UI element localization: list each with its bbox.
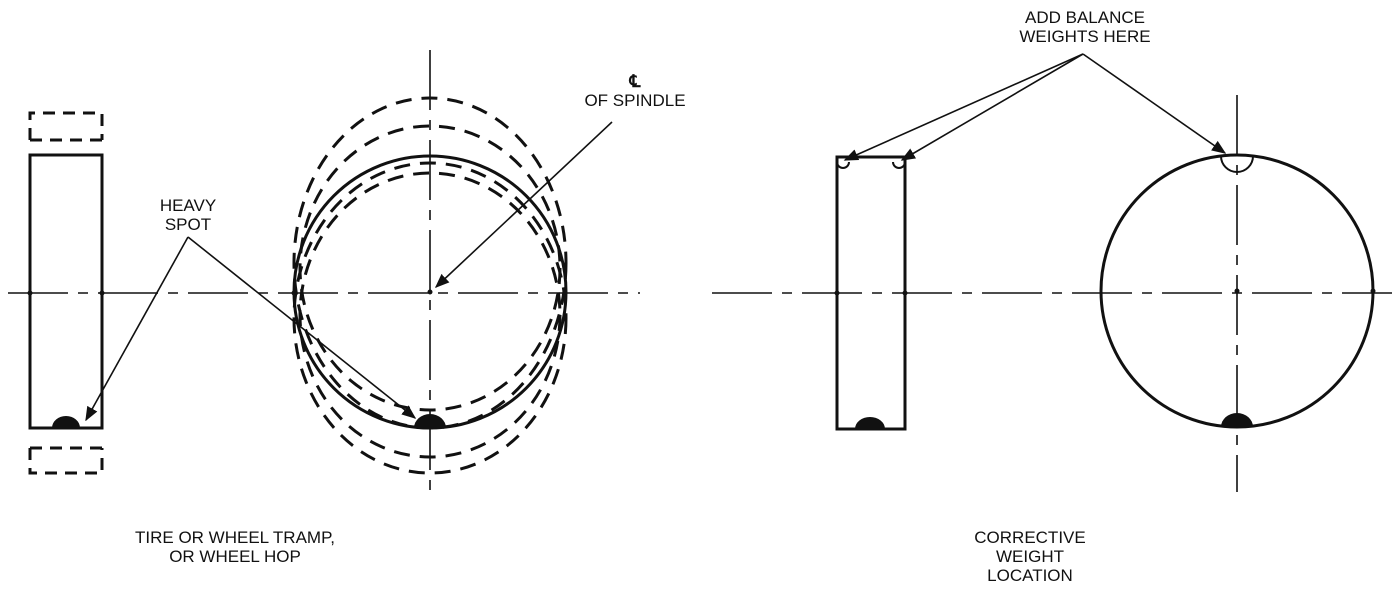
heavy-spot-label: HEAVY SPOT	[159, 196, 217, 234]
corrective-axis-dot-right	[902, 290, 908, 296]
tramp-lower-dashed-position	[28, 446, 104, 475]
heavy-spot-leader-side	[85, 236, 189, 422]
balance-weight-top	[1220, 155, 1254, 173]
balance-leader-wheel-top	[1082, 53, 1227, 154]
heavy-spot-leader-front	[187, 236, 417, 419]
corrective-wheel-right-dot	[1370, 288, 1376, 294]
tramp-tire-side-view	[27, 111, 105, 475]
wheel-hop-lower-dashed-1	[298, 171, 562, 459]
tramp-caption: TIRE OR WHEEL TRAMP, OR WHEEL HOP	[135, 528, 335, 566]
heavy-spot-side-corrective	[855, 417, 885, 429]
wheel-left-axis-dot	[291, 290, 297, 296]
centerline-symbol: ℄	[629, 72, 641, 91]
add-balance-label: ADD BALANCE WEIGHTS HERE	[1019, 8, 1151, 46]
corrective-wheel-center-mark	[1234, 288, 1240, 294]
balance-leader-notch-right	[900, 53, 1084, 161]
corrective-caption: CORRECTIVE WEIGHT LOCATION	[974, 528, 1086, 585]
spindle-label: ℄ OF SPINDLE	[570, 72, 700, 110]
heavy-spot-front-corrective	[1221, 413, 1253, 427]
corrective-wheel-front-view	[1099, 95, 1376, 492]
wheel-hop-lower-dashed-2	[292, 161, 568, 475]
balance-leader-notch-left	[843, 53, 1084, 161]
spindle-leader	[434, 121, 613, 288]
heavy-spot-front	[414, 414, 446, 428]
balance-weight-notch-left	[836, 161, 850, 169]
heavy-spot-side	[52, 416, 80, 428]
corrective-axis-dot-left	[834, 290, 840, 296]
spindle-center-mark	[427, 289, 433, 295]
tire-axis-dot-right	[99, 290, 105, 296]
balance-weight-notch-right	[892, 161, 906, 169]
corrective-tire-side-view	[834, 155, 908, 431]
tramp-tire-outline	[28, 153, 104, 430]
tire-axis-dot-left	[27, 290, 33, 296]
tramp-wheel-front-view	[291, 50, 568, 495]
tramp-upper-dashed-position	[28, 111, 104, 142]
